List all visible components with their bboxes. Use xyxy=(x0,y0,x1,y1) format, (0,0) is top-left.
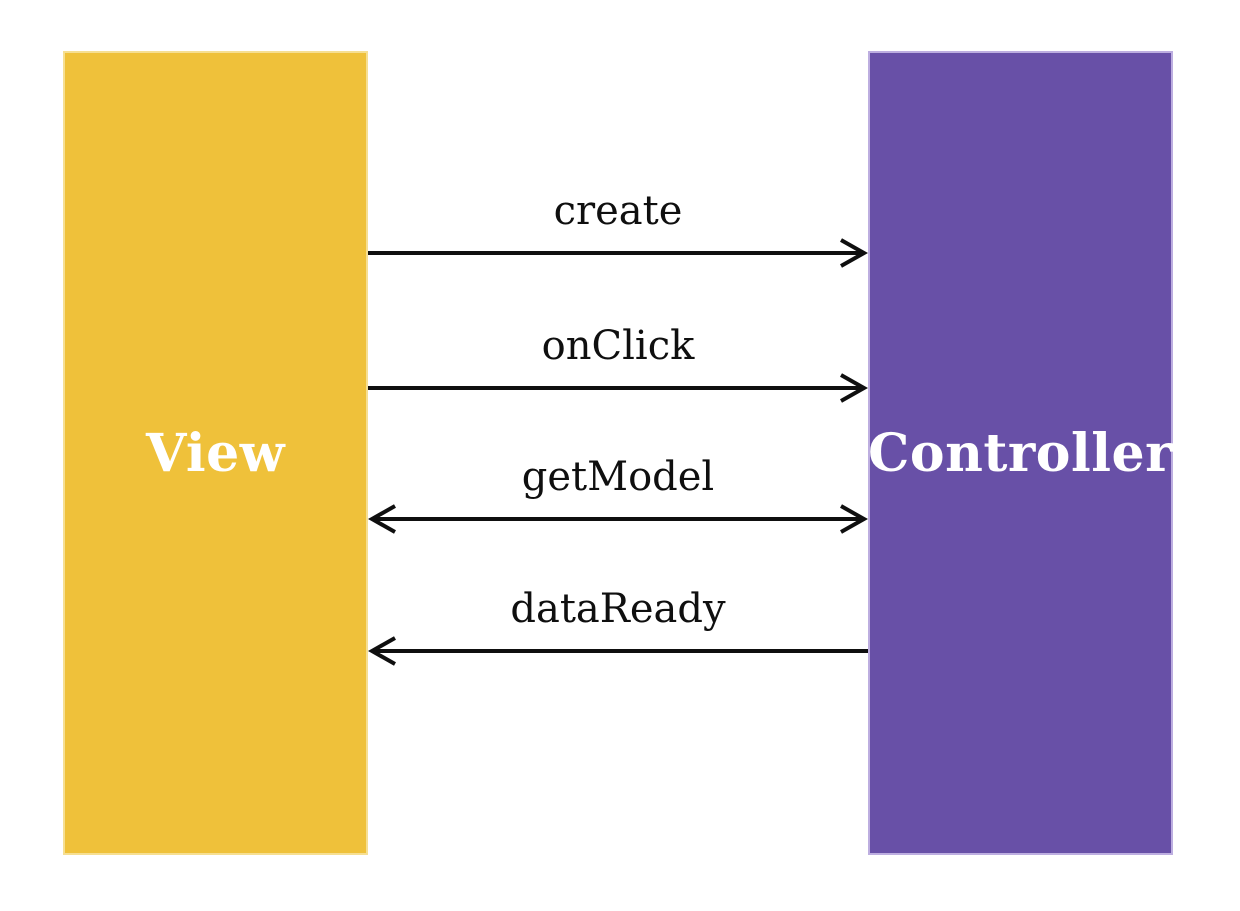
message-getmodel: getModel xyxy=(368,451,868,535)
arrow-right-icon xyxy=(368,373,868,403)
message-dataready-label: dataReady xyxy=(510,586,726,632)
message-dataready: dataReady xyxy=(368,583,868,667)
arrow-both-icon xyxy=(368,504,868,534)
message-create: create xyxy=(368,185,868,269)
message-onclick-label: onClick xyxy=(541,323,695,369)
actor-controller-label: Controller xyxy=(868,422,1173,484)
message-onclick: onClick xyxy=(368,320,868,404)
message-getmodel-label: getModel xyxy=(521,454,715,500)
arrow-right-icon xyxy=(368,238,868,268)
arrow-left-icon xyxy=(368,636,868,666)
actor-controller: Controller xyxy=(868,51,1173,855)
actor-view: View xyxy=(63,51,368,855)
message-create-label: create xyxy=(553,188,683,234)
actor-view-label: View xyxy=(145,422,286,484)
